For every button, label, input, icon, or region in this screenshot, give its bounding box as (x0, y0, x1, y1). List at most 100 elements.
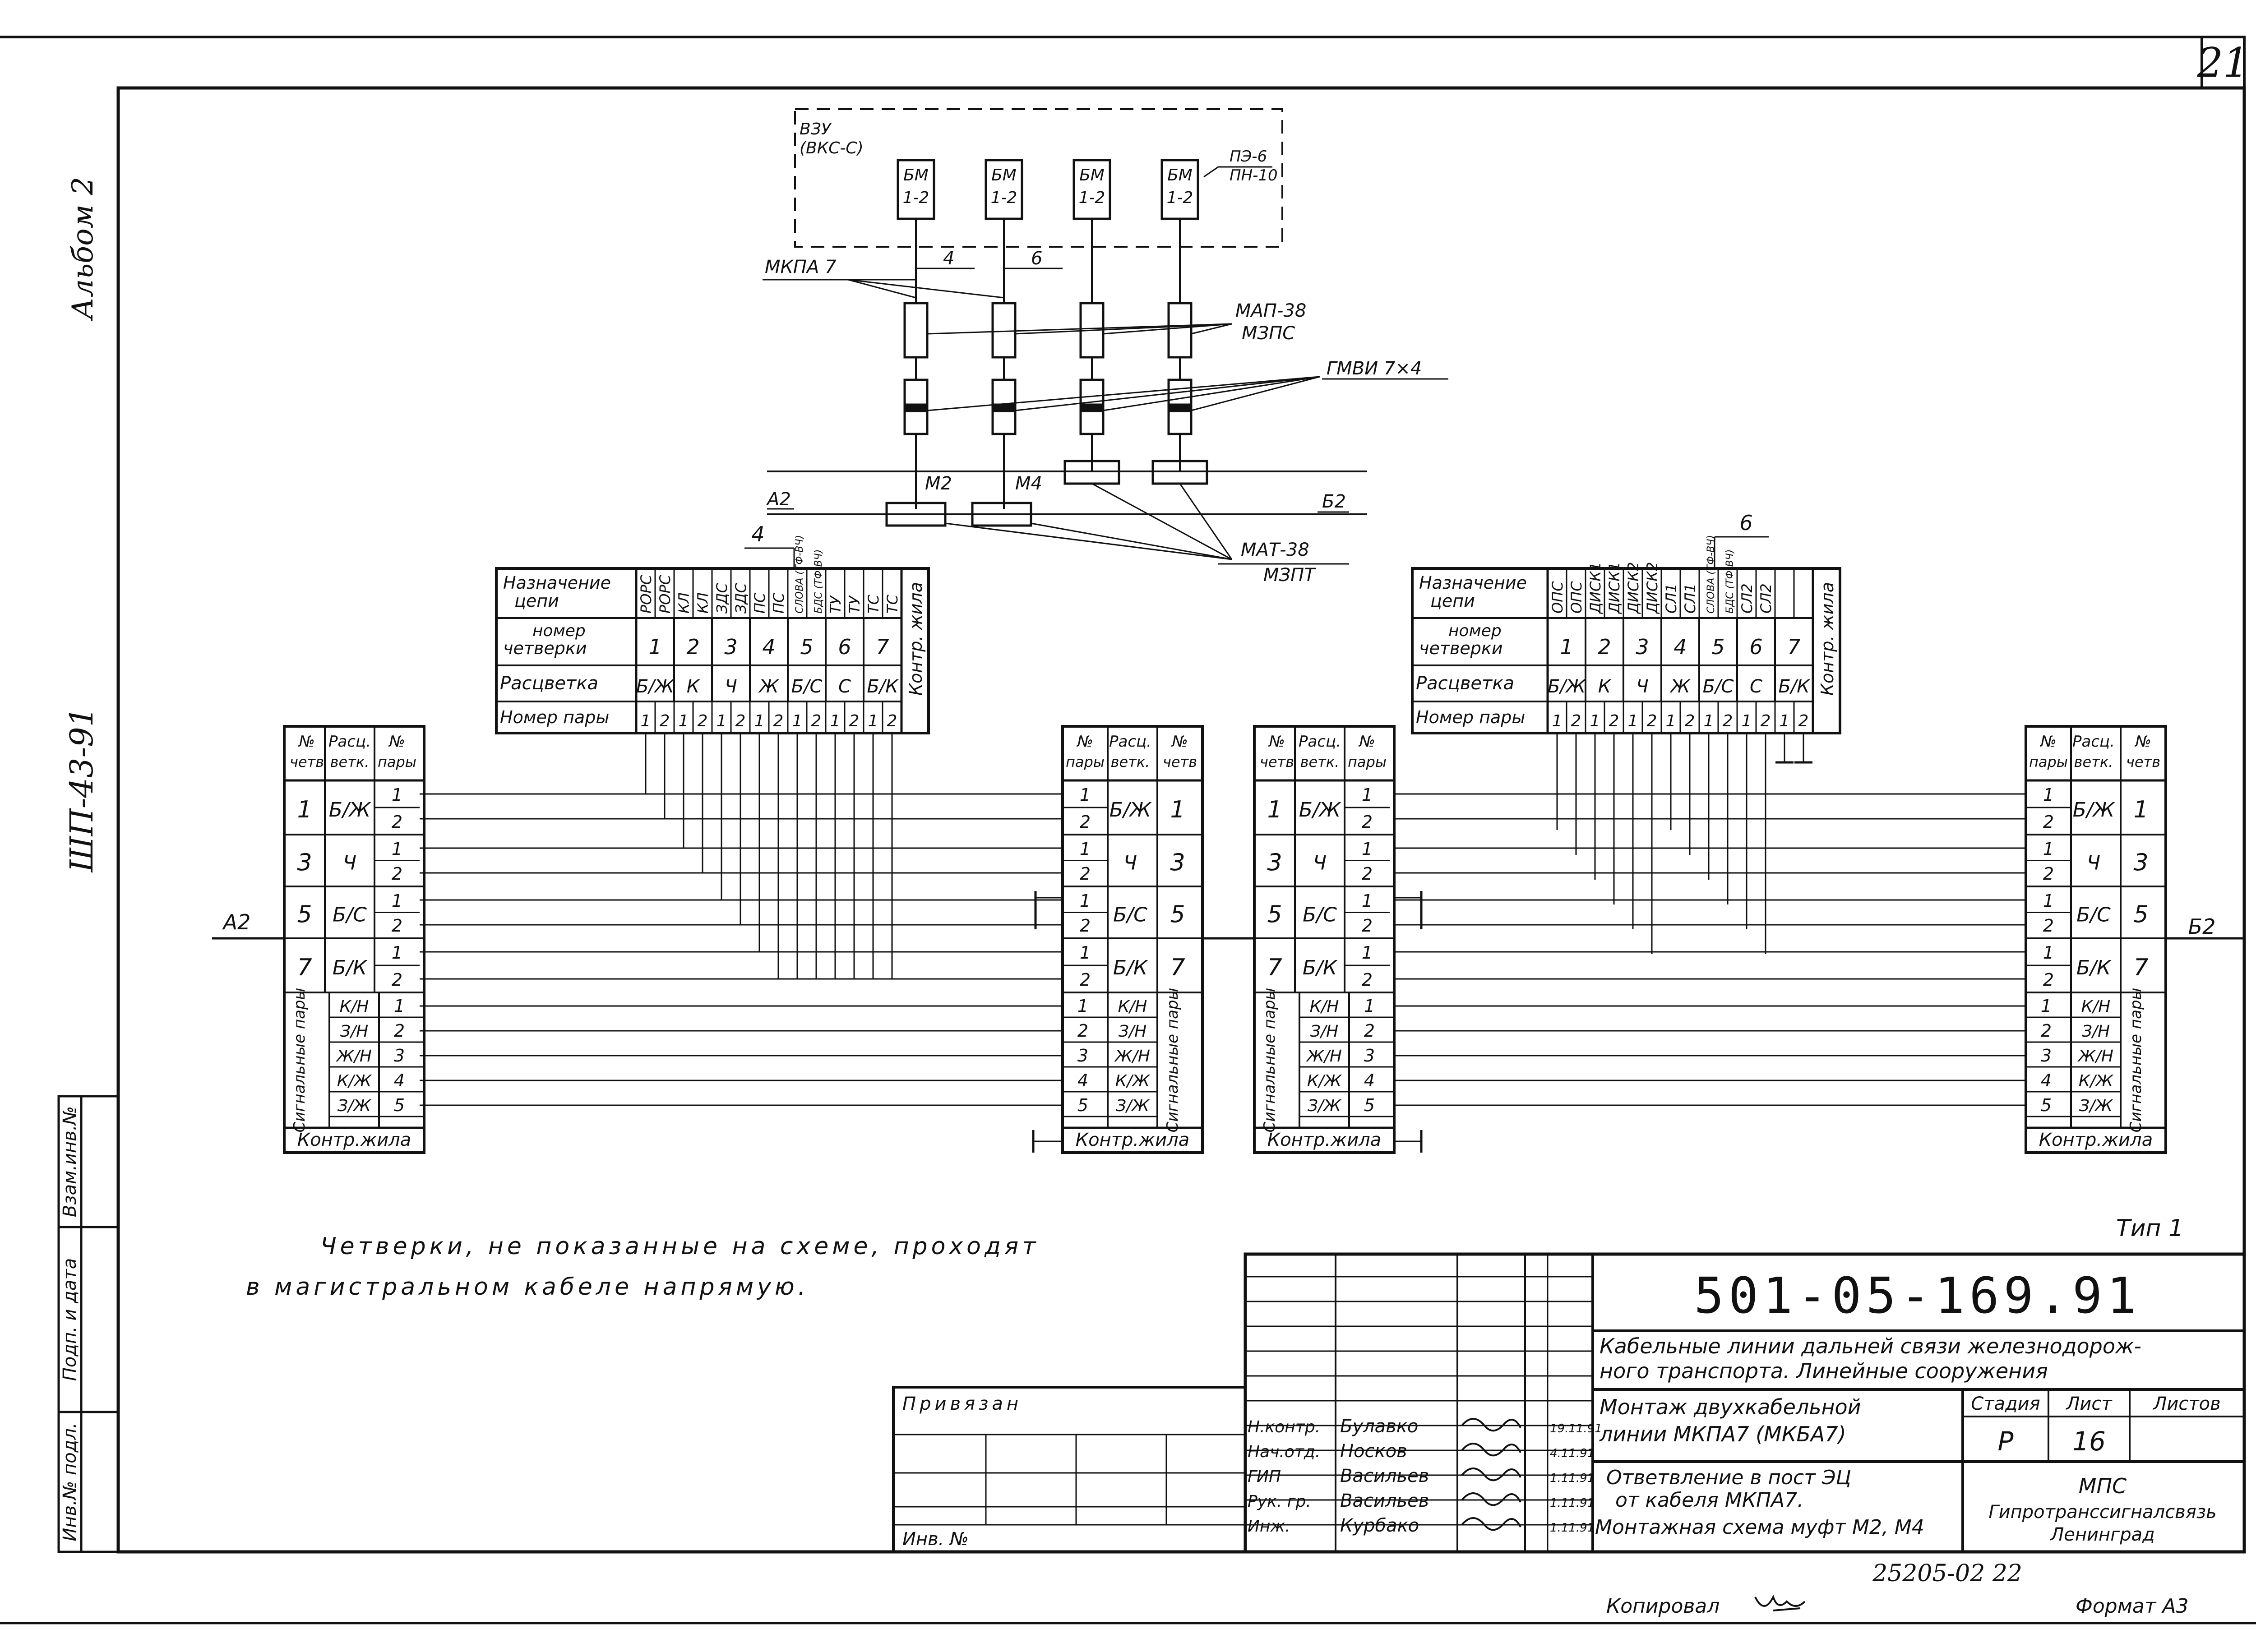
tb-pair-1: 1 (1362, 943, 1373, 963)
sig-color: К/Ж (337, 1072, 373, 1090)
series-label: ШП-43-91 (63, 707, 100, 873)
inv-replace-label: Взам.инв.№ (60, 1106, 80, 1217)
leader-line (1091, 483, 1232, 560)
tb-control-wire: Контр.жила (1267, 1130, 1382, 1150)
tb-color: Ч (1313, 852, 1327, 875)
tb-color: Ч (343, 852, 356, 875)
bm-label: 1-2 (1167, 189, 1193, 207)
map-coupling (991, 302, 1017, 359)
sig-num: 1 (2041, 996, 2052, 1016)
quad-number: 2 (686, 635, 699, 659)
tb-control-wire: Контр.жила (1076, 1130, 1190, 1150)
tb-color: Б/К (2076, 956, 2112, 979)
inv-no-label: Инв. № (902, 1529, 969, 1550)
staff-role: Нач.отд. (1248, 1443, 1320, 1461)
bm-label: БМ (903, 166, 929, 185)
quad-color: Б/К (1778, 676, 1810, 697)
leader-line (1191, 376, 1320, 411)
pair-number: 1 (1704, 712, 1714, 730)
tb-pair-1: 1 (2043, 785, 2054, 805)
sig-num: 3 (1364, 1046, 1375, 1066)
stage-value: Р (1998, 1426, 2014, 1457)
pair-number: 1 (830, 712, 841, 730)
leader-line (927, 376, 1320, 411)
tb-quad: 3 (2133, 849, 2148, 877)
quad-number: 3 (724, 635, 737, 659)
tb-color: Б/Ж (1299, 798, 1341, 821)
leader-line (1031, 522, 1232, 560)
staff-role: Инж. (1248, 1517, 1290, 1536)
a2-top-label: А2 (766, 489, 791, 510)
tb-quad: 3 (1267, 849, 1282, 877)
pair-number: 1 (1628, 712, 1638, 730)
note-line-2: в магистральном кабеле напрямую. (246, 1274, 809, 1301)
tb-pair-2: 2 (2043, 864, 2054, 884)
subject-1: Монтаж двухкабельной (1600, 1395, 1861, 1419)
left-circuit-table: НазначениецепиномерчетверкиРасцветкаНоме… (495, 522, 930, 734)
pair-number: 1 (1666, 712, 1676, 730)
hdr-pair: Номер пары (500, 707, 609, 727)
leader-line (1179, 483, 1233, 560)
quad-color: Ж (758, 676, 779, 697)
mat-label: МАТ-38 (1241, 540, 1309, 560)
mzps-label: МЗПС (1242, 323, 1295, 344)
cable-mkpa-label: МКПА 7 (765, 257, 837, 277)
hdr-pair: Номер пары (1416, 707, 1525, 727)
leader-line (1103, 376, 1320, 411)
tb-hdr-quad-2: четв (290, 753, 324, 771)
pair-number: 2 (735, 712, 746, 730)
bm-label: 1-2 (991, 189, 1017, 207)
sig-num: 2 (394, 1021, 405, 1041)
tb-pair-1: 1 (392, 891, 402, 911)
staff-name: Васильев (1340, 1466, 1429, 1486)
signal-pairs-label: Сигнальные пары (291, 988, 309, 1133)
tb-pair-1: 1 (1080, 943, 1091, 963)
sig-color: К/Ж (1115, 1072, 1151, 1090)
b2-line-label: Б2 (2188, 914, 2216, 939)
pair-number: 2 (660, 712, 670, 730)
quad-number: 7 (876, 635, 889, 659)
tb-quad: 7 (1267, 954, 1282, 981)
leader-line (1015, 323, 1232, 335)
sig-color: З/Н (1119, 1022, 1146, 1041)
quad-number: 5 (1711, 635, 1724, 659)
control-wire-label: Контр. жила (906, 582, 926, 696)
doc-code: 501-05-169.91 (1694, 1267, 2141, 1324)
hdr-color: Расцветка (500, 673, 598, 694)
sheet-number: 21 (2197, 39, 2249, 87)
staff-signature (1461, 1492, 1521, 1506)
staff-signature (1461, 1517, 1521, 1531)
staff-date: 1.11.91 (1550, 1521, 1595, 1535)
bm-label: БМ (1079, 166, 1105, 185)
circuit-label: ЗДС (713, 582, 730, 614)
sig-num: 2 (2041, 1021, 2052, 1041)
pair-number: 1 (1742, 712, 1752, 730)
title-block (892, 1252, 2246, 1554)
tb-color: Б/Ж (329, 798, 371, 821)
map-label: МАП-38 (1235, 300, 1306, 321)
tb-quad: 3 (297, 849, 312, 877)
circuit-label: БДС (ТФ-ВЧ) (1724, 549, 1736, 614)
note-line-1: Четверки, не показанные на схеме, проход… (320, 1233, 1040, 1260)
tb-pair-2: 2 (1362, 970, 1373, 990)
sheet-header: Лист (2065, 1394, 2113, 1414)
top-diagram: ВЗУ (ВКС-С) ПЭ-6 ПН-10 БМ1-2БМ1-2БМ1-2БМ… (763, 108, 1448, 586)
m2-label: М2 (925, 473, 952, 494)
sig-color: Ж/Н (1306, 1047, 1342, 1066)
tb-quad: 1 (1170, 796, 1185, 823)
tb-pair-2: 2 (392, 970, 402, 990)
sig-color: З/Н (340, 1022, 368, 1041)
quad-color: С (1750, 676, 1762, 697)
circuit-label: СЛ1 (1682, 583, 1699, 614)
tb-hdr-color-2: ветк. (1111, 753, 1150, 771)
hdr-quad: номер (1448, 622, 1502, 640)
org-2: Гипротранссигналсвязь (1988, 1502, 2216, 1523)
sig-color: З/Ж (2079, 1097, 2113, 1115)
pair-number: 1 (717, 712, 727, 730)
hdr-quad-2: четверки (1419, 638, 1503, 658)
org-3: Ленинград (2049, 1524, 2155, 1545)
map-coupling (903, 302, 929, 359)
staff-name: Васильев (1340, 1490, 1429, 1511)
